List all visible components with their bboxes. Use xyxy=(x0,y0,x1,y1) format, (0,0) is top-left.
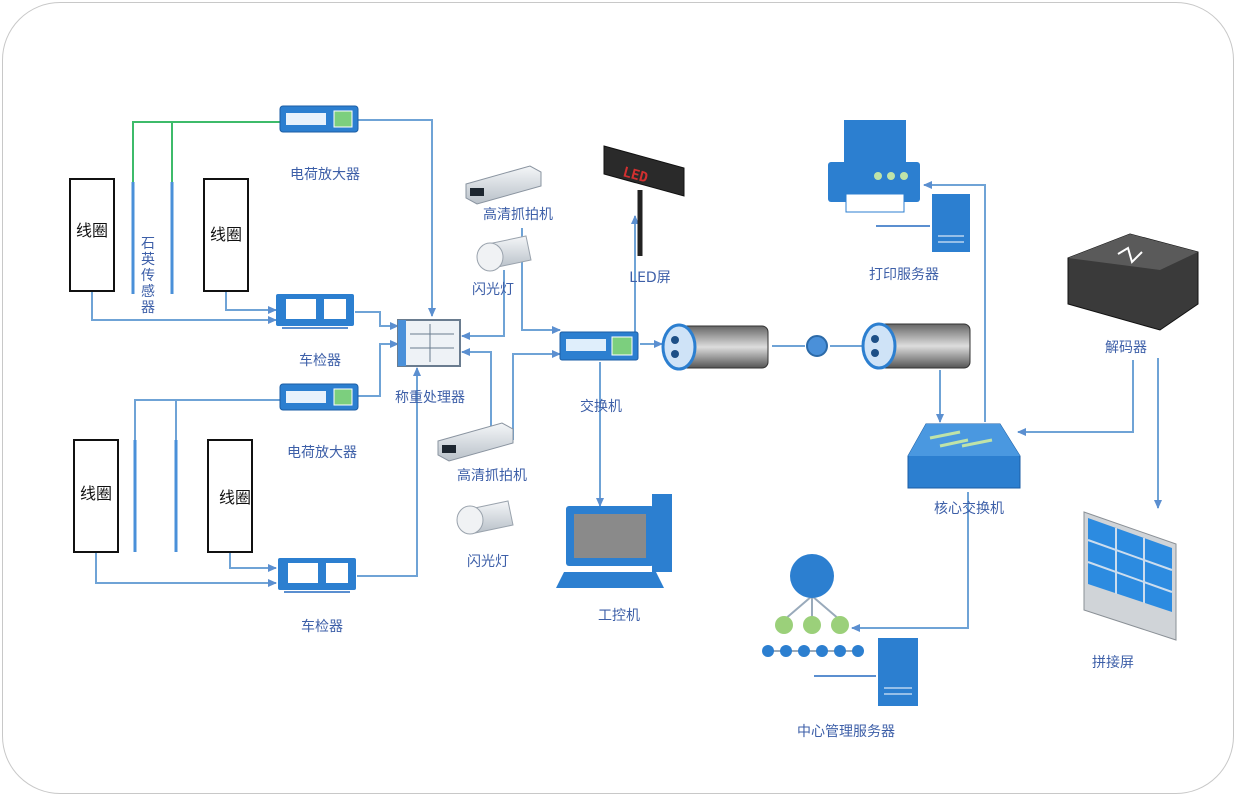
led-sign-text: LED xyxy=(621,164,650,186)
print-server-label: 打印服务器 xyxy=(869,266,939,283)
splicing-screen-label: 拼接屏 xyxy=(1092,654,1134,671)
quartz-sensor-bottom xyxy=(133,440,178,552)
vehicle-detector-label: 车检器 xyxy=(299,352,341,369)
quartz-label-char: 器 xyxy=(141,300,155,316)
quartz-label-char: 石 xyxy=(141,236,155,252)
charge-amp-label: 电荷放大器 xyxy=(290,167,360,183)
coil-label: 线圈 xyxy=(80,484,112,503)
quartz-label-char: 英 xyxy=(141,251,155,268)
fiber-transceiver-left xyxy=(661,323,769,371)
charge-amplifier-top: 电荷放大器 xyxy=(279,105,360,183)
coil-2: 线圈 xyxy=(203,178,249,292)
center-server-label: 中心管理服务器 xyxy=(797,724,895,740)
led-screen: LED LED屏 xyxy=(603,145,685,286)
decoder-label: 解码器 xyxy=(1105,340,1147,356)
flash-light-bottom: 闪光灯 xyxy=(456,500,514,570)
quartz-sensor-top xyxy=(131,182,174,294)
coil-label: 线圈 xyxy=(210,225,242,244)
coil-label: 线圈 xyxy=(219,488,251,507)
fiber-connector-icon xyxy=(806,335,828,357)
weighing-processor-label: 称重处理器 xyxy=(395,390,465,406)
core-switch: 核心交换机 xyxy=(907,423,1021,517)
center-management-server: 中心管理服务器 xyxy=(762,554,918,740)
hd-camera-top: 高清抓拍机 xyxy=(465,165,553,223)
coil-label: 线圈 xyxy=(76,221,108,240)
network-switch: 交换机 xyxy=(559,331,639,415)
quartz-sensor-label: 石 英 传 感 器 xyxy=(141,236,155,316)
industrial-pc: 工控机 xyxy=(556,494,672,624)
decoder: 解码器 xyxy=(1067,233,1199,356)
hd-camera-label: 高清抓拍机 xyxy=(483,206,553,223)
quartz-label-char: 传 xyxy=(141,268,155,284)
splicing-screen: 拼接屏 xyxy=(1083,511,1177,671)
switch-label: 交换机 xyxy=(580,398,622,415)
charge-amp-label: 电荷放大器 xyxy=(287,445,357,461)
vehicle-detector-top: 车检器 xyxy=(276,294,354,369)
vehicle-detector-label: 车检器 xyxy=(301,618,343,635)
core-switch-label: 核心交换机 xyxy=(934,500,1004,517)
hd-camera-label: 高清抓拍机 xyxy=(457,467,527,484)
flash-label: 闪光灯 xyxy=(472,282,514,298)
quartz-label-char: 感 xyxy=(141,283,155,300)
led-screen-label: LED屏 xyxy=(629,270,670,286)
vehicle-detector-bottom: 车检器 xyxy=(278,558,356,635)
weighing-processor: 称重处理器 xyxy=(395,319,465,406)
ipc-label: 工控机 xyxy=(598,608,640,624)
hd-camera-bottom: 高清抓拍机 xyxy=(437,422,527,484)
print-server: 打印服务器 xyxy=(828,120,970,283)
flash-light-top: 闪光灯 xyxy=(472,235,532,298)
coil-1: 线圈 xyxy=(69,178,115,292)
charge-amplifier-bottom: 电荷放大器 xyxy=(279,383,359,461)
flash-label: 闪光灯 xyxy=(467,554,509,570)
fiber-transceiver-right xyxy=(861,322,971,370)
coil-3: 线圈 xyxy=(73,439,119,553)
coil-4: 线圈 xyxy=(207,439,253,553)
